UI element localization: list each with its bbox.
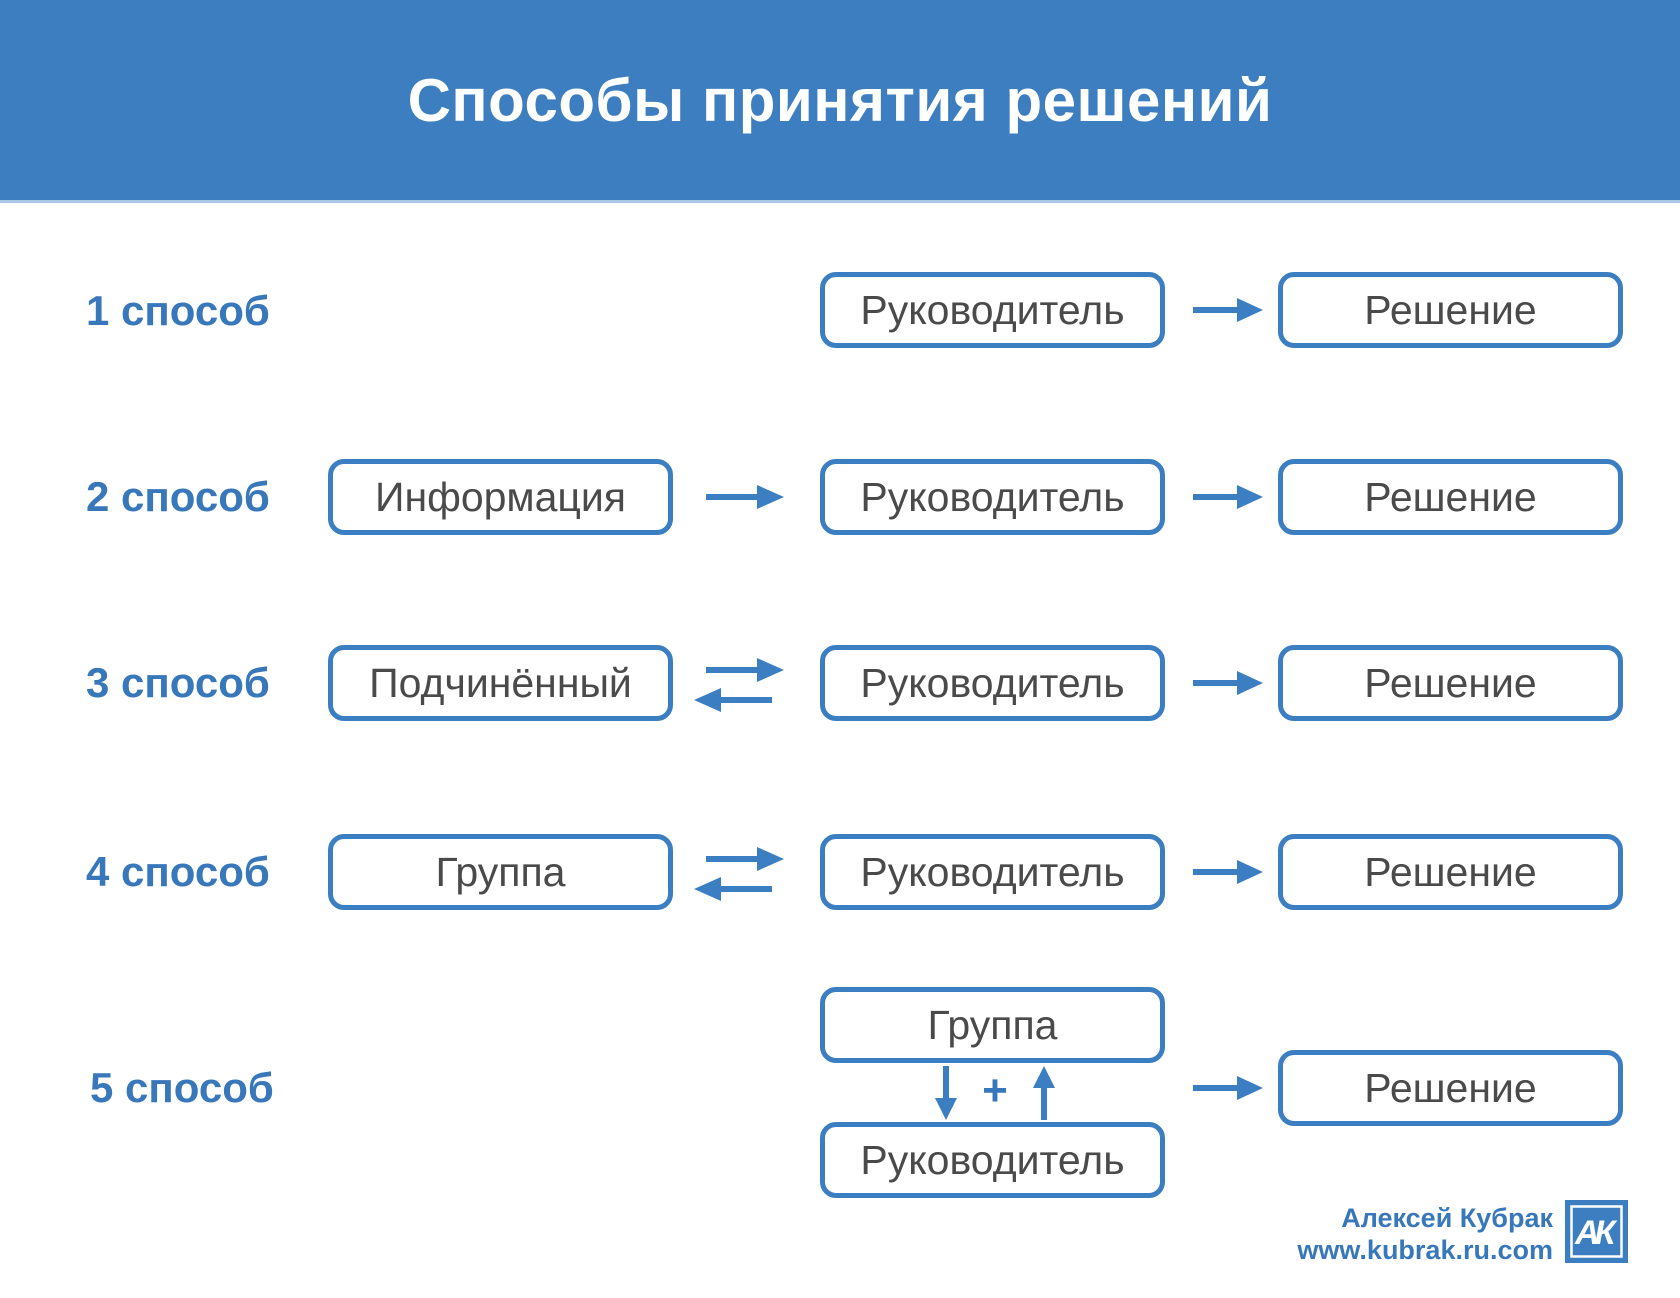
arrow-right-icon — [1193, 671, 1263, 695]
box-manager-text: Руководитель — [860, 659, 1125, 706]
box-subordinate-text: Подчинённый — [369, 659, 632, 706]
arrow-right-icon — [1193, 298, 1263, 322]
row-label-4: 4 способ — [86, 848, 270, 895]
box-decision: Решение — [1278, 459, 1623, 535]
box-group-text: Группа — [927, 1001, 1058, 1048]
arrow-left-icon — [694, 877, 772, 901]
box-decision-text: Решение — [1364, 286, 1537, 333]
arrow-right-icon — [706, 847, 784, 871]
arrow-right-icon — [706, 485, 784, 509]
box-decision-text: Решение — [1364, 473, 1537, 520]
box-subordinate: Подчинённый — [328, 645, 673, 721]
box-decision: Решение — [1278, 1050, 1623, 1126]
box-manager-text: Руководитель — [860, 473, 1125, 520]
footer-credit: Алексей Кубрак www.kubrak.ru.com — [1297, 1202, 1553, 1266]
box-manager-text: Руководитель — [860, 848, 1125, 895]
arrow-right-icon — [1193, 1076, 1263, 1100]
box-decision: Решение — [1278, 645, 1623, 721]
row-label-3: 3 способ — [86, 659, 270, 706]
box-manager-text: Руководитель — [860, 1136, 1125, 1183]
box-decision-text: Решение — [1364, 659, 1537, 706]
arrow-up-icon — [1033, 1066, 1055, 1120]
arrow-right-icon — [706, 658, 784, 682]
box-manager: Руководитель — [820, 834, 1165, 910]
box-decision: Решение — [1278, 272, 1623, 348]
author-name: Алексей Кубрак — [1341, 1203, 1553, 1233]
box-information-text: Информация — [374, 473, 627, 520]
page-title: Способы принятия решений — [407, 66, 1273, 134]
arrow-right-icon — [1193, 860, 1263, 884]
row-label-2: 2 способ — [86, 473, 270, 520]
box-decision: Решение — [1278, 834, 1623, 910]
slide-header: Способы принятия решений — [0, 0, 1680, 203]
box-group: Группа — [820, 987, 1165, 1063]
plus-sign: + — [982, 1066, 1008, 1115]
box-information: Информация — [328, 459, 673, 535]
box-manager: Руководитель — [820, 1122, 1165, 1198]
arrow-left-icon — [694, 688, 772, 712]
arrow-down-icon — [935, 1066, 957, 1120]
logo: АК — [1565, 1200, 1628, 1263]
box-manager: Руководитель — [820, 645, 1165, 721]
box-group-text: Группа — [435, 848, 566, 895]
box-group: Группа — [328, 834, 673, 910]
row-label-1: 1 способ — [86, 287, 270, 334]
box-manager: Руководитель — [820, 459, 1165, 535]
website-url: www.kubrak.ru.com — [1297, 1235, 1553, 1265]
row-label-5: 5 способ — [90, 1064, 274, 1111]
box-decision-text: Решение — [1364, 1064, 1537, 1111]
box-decision-text: Решение — [1364, 848, 1537, 895]
arrow-right-icon — [1193, 485, 1263, 509]
box-manager: Руководитель — [820, 272, 1165, 348]
box-manager-text: Руководитель — [860, 286, 1125, 333]
